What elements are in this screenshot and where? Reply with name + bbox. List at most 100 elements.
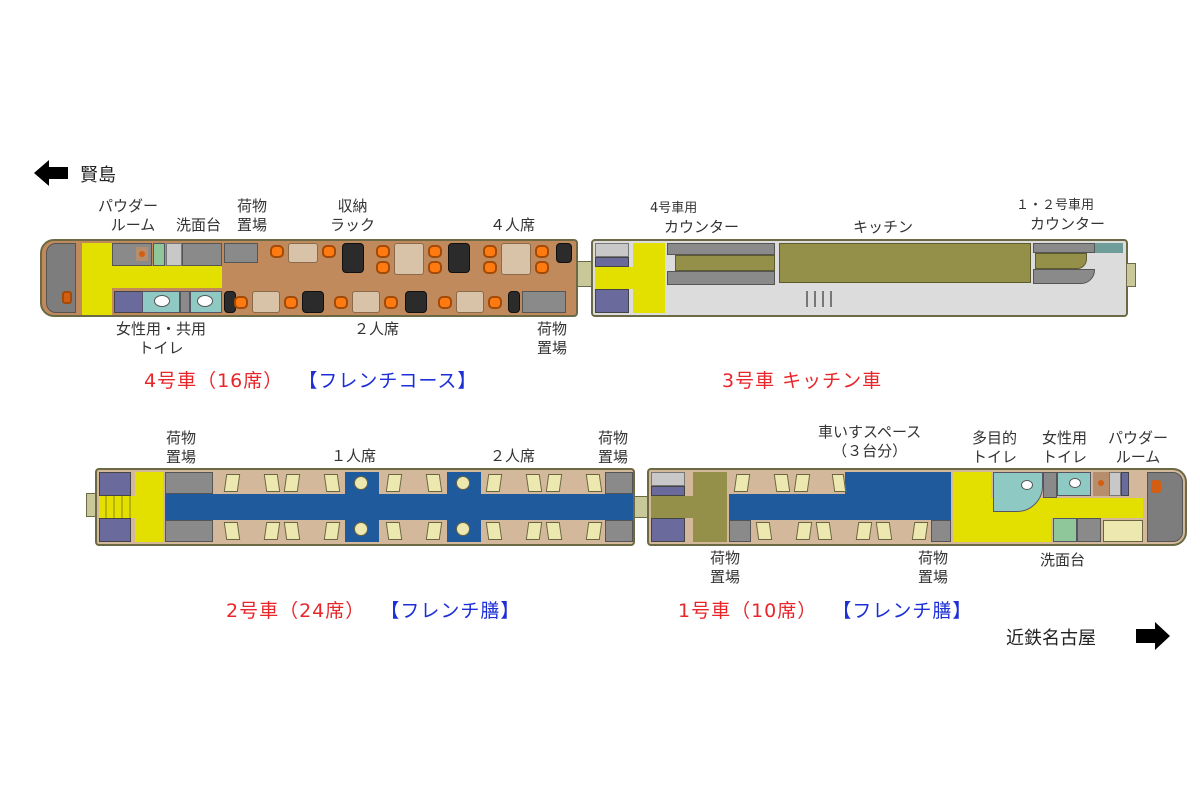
luggage-top-rack: [224, 243, 258, 263]
car2-label-one-seat: １人席: [331, 447, 377, 465]
seat: [855, 522, 873, 540]
storage-rack: [508, 291, 520, 313]
car4-label-luggage-bottom: 荷物 置場: [537, 320, 567, 358]
car2-title: 2号車（24席） 【フレンチ膳】: [226, 596, 520, 623]
label-line: ラック: [330, 216, 376, 234]
seat: [875, 522, 893, 540]
seat: [385, 474, 403, 492]
locker: [99, 518, 131, 542]
label-line: トイレ: [972, 448, 1018, 466]
direction-left-label: 賢島: [80, 165, 116, 186]
luggage-rack: [729, 520, 751, 542]
washbasin-sink: [166, 243, 182, 266]
luggage-bottom-rack: [522, 291, 566, 313]
car3-label-counter4: 4号車用 カウンター: [650, 199, 739, 237]
label-line: カウンター: [1030, 215, 1106, 233]
washbasin: [1053, 518, 1077, 542]
seat: [795, 522, 813, 540]
counter-car4: [667, 243, 775, 255]
toilet-divider: [180, 291, 190, 313]
vestibule: [633, 243, 665, 313]
vestibule: [135, 472, 163, 542]
luggage-rack: [165, 472, 213, 494]
seat: [263, 474, 281, 492]
luggage-rack: [931, 520, 951, 542]
table-four: [501, 243, 531, 275]
locker: [595, 257, 629, 267]
seat: [755, 522, 773, 540]
single-seat: [354, 522, 368, 536]
label-line: パウダー: [98, 197, 159, 215]
seat: [733, 474, 751, 492]
car1-label-multi-toilet: 多目的 トイレ: [972, 429, 1017, 467]
seat: [525, 474, 543, 492]
chair: [428, 245, 442, 258]
car1-label-luggage-right: 荷物 置場: [918, 549, 948, 587]
label-line: 荷物: [166, 429, 197, 447]
label-line: ルーム: [110, 216, 156, 234]
label-line: トイレ: [1042, 448, 1088, 466]
car2-label-luggage-left: 荷物 置場: [166, 429, 196, 467]
powder-stool-dot: [139, 251, 145, 257]
chair: [322, 245, 336, 258]
label-line: 荷物: [598, 429, 629, 447]
chair: [535, 261, 549, 274]
table: [288, 243, 318, 263]
single-seat: [456, 476, 470, 490]
car4-label-washbasin: 洗面台: [176, 216, 222, 234]
table-two: [252, 291, 280, 313]
locker: [114, 291, 144, 313]
car3-title: 3号車 キッチン車: [722, 370, 883, 392]
seat: [323, 474, 341, 492]
label-line: 4号車用: [650, 201, 698, 216]
kitchen-vent-lines: [806, 291, 832, 307]
car2-course: 【フレンチ膳】: [380, 600, 521, 622]
table-two: [456, 291, 484, 313]
chair: [488, 296, 502, 309]
bench: [1103, 520, 1143, 542]
vestibule: [693, 472, 727, 542]
kitchen: [779, 243, 1031, 283]
car4-label-four-seat: ４人席: [490, 216, 536, 234]
label-line: 荷物: [918, 549, 949, 567]
car4-label-two-seat: ２人席: [354, 320, 400, 338]
label-line: トイレ: [138, 339, 184, 357]
driver-seat: [1151, 480, 1161, 493]
car1-course: 【フレンチ膳】: [832, 600, 973, 622]
chair: [384, 296, 398, 309]
coupler: [1126, 263, 1136, 287]
chair: [428, 261, 442, 274]
chair: [284, 296, 298, 309]
seat: [545, 522, 563, 540]
label-line: 収納: [337, 197, 368, 215]
label-line: 荷物: [237, 197, 268, 215]
car1-label-women-toilet: 女性用 トイレ: [1042, 429, 1087, 467]
powder-locker: [1121, 472, 1129, 496]
label-line: 女性用・共用: [116, 320, 207, 338]
label-line: 荷物: [537, 320, 568, 338]
seat: [385, 522, 403, 540]
car4-title-number: 4号車（16席）: [144, 370, 284, 392]
wheelchair-space: [845, 472, 951, 520]
label-line: 置場: [537, 339, 568, 357]
car3-label-kitchen: キッチン: [853, 218, 914, 236]
table-two: [352, 291, 380, 313]
chair: [483, 245, 497, 258]
arrow-left-icon: [34, 160, 68, 186]
storage: [1077, 518, 1101, 542]
corridor: [112, 266, 222, 288]
storage-rack: [342, 243, 364, 273]
locker: [651, 472, 685, 486]
car2-label-two-seat: ２人席: [490, 447, 536, 465]
seat: [223, 474, 241, 492]
chair: [438, 296, 452, 309]
seat: [425, 474, 443, 492]
seat: [425, 522, 443, 540]
car1-label-washbasin: 洗面台: [1040, 551, 1086, 569]
storage-rack: [405, 291, 427, 313]
powder-mirror: [1109, 472, 1121, 496]
label-line: 置場: [598, 448, 629, 466]
car1-body: [647, 468, 1187, 546]
seat: [815, 522, 833, 540]
counter-car4-lower: [667, 271, 775, 285]
